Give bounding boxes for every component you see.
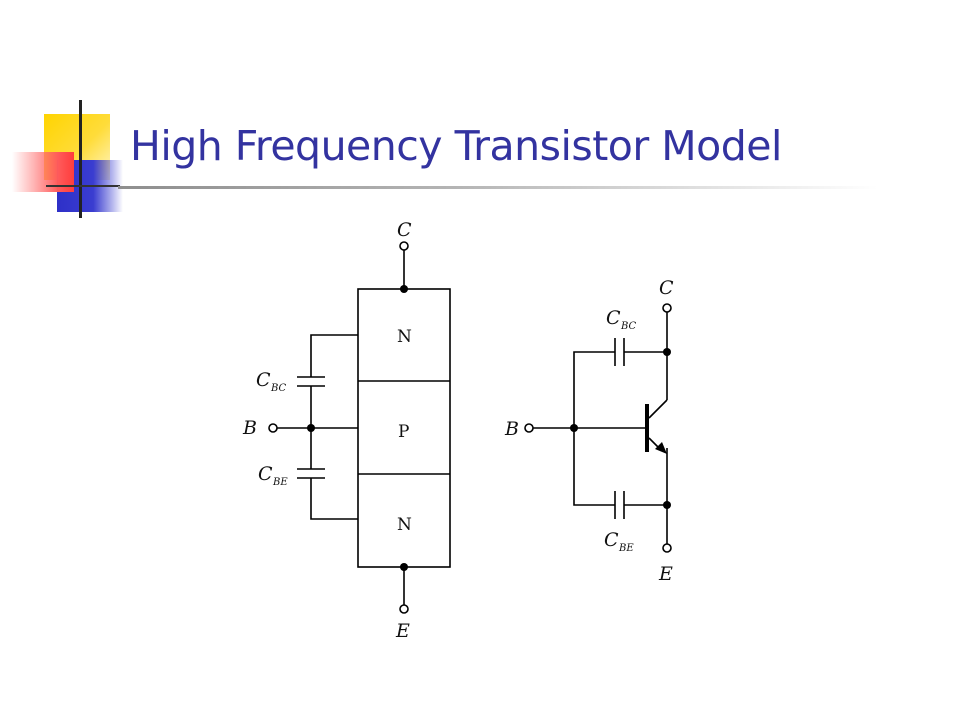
- collector-junction-dot: [400, 285, 408, 293]
- cbc-wire-top: [310, 334, 358, 377]
- transistor-collector-diagonal: [648, 399, 668, 419]
- left-collector-label: C: [397, 219, 412, 241]
- right-collector-terminal: [662, 303, 672, 313]
- right-base-label: B: [504, 418, 519, 440]
- title-underline: [118, 186, 878, 189]
- right-base-terminal: [524, 423, 534, 433]
- left-base-label: B: [242, 417, 257, 439]
- emitter-terminal: [399, 604, 409, 614]
- collector-terminal: [399, 241, 409, 251]
- emitter-junction-dot: [400, 563, 408, 571]
- right-cbc-subscript: BC: [620, 321, 637, 332]
- right-cbe-subscript: BE: [618, 543, 634, 554]
- slide-title: High Frequency Transistor Model: [130, 122, 782, 170]
- left-cbc-subscript: BC: [270, 383, 287, 394]
- cbe-wire-bottom: [310, 478, 358, 520]
- base-terminal: [268, 423, 278, 433]
- right-emitter-terminal: [662, 543, 672, 553]
- right-emitter-label: E: [658, 563, 673, 585]
- left-emitter-label: E: [395, 620, 410, 642]
- left-cbe-label: C: [258, 463, 273, 485]
- corner-decoration-vertical-line: [79, 100, 82, 218]
- bjt-symbol-diagram: [524, 303, 672, 553]
- region-label-top: N: [397, 327, 412, 347]
- corner-decoration-horizontal-line: [46, 185, 120, 187]
- region-label-bottom: N: [397, 515, 412, 535]
- right-cbc-label: C: [606, 307, 621, 329]
- emitter-arrowhead: [655, 442, 667, 454]
- left-cbe-subscript: BE: [272, 477, 288, 488]
- right-collector-label: C: [659, 277, 674, 299]
- left-cbc-label: C: [256, 369, 271, 391]
- region-label-middle: P: [398, 422, 409, 442]
- npn-structure-diagram: [268, 241, 451, 614]
- right-cbe-label: C: [604, 529, 619, 551]
- right-cbe-wire-left: [573, 428, 615, 506]
- right-cbc-wire-left: [573, 351, 615, 428]
